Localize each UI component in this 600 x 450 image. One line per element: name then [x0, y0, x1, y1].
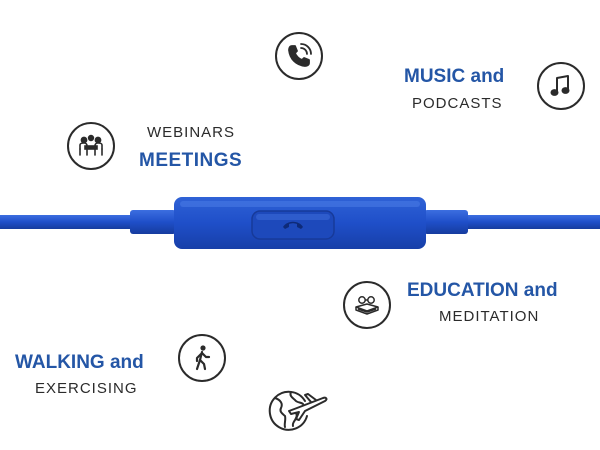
- webinars-label: WEBINARS: [147, 124, 236, 141]
- book-glasses-icon: [343, 281, 391, 329]
- walking-person-icon: [178, 334, 226, 382]
- meditation-label: MEDITATION: [439, 308, 540, 325]
- meeting-icon: [67, 122, 115, 170]
- meetings-label: MEETINGS: [139, 150, 243, 171]
- music-label: MUSIC and: [404, 66, 505, 87]
- education-label: EDUCATION and: [407, 280, 558, 301]
- globe-plane-icon: [265, 384, 331, 434]
- walking-label: WALKING and: [15, 352, 144, 373]
- podcasts-label: PODCASTS: [412, 95, 503, 112]
- exercising-label: EXERCISING: [35, 380, 138, 397]
- phone-call-icon: [275, 32, 323, 80]
- phone-hangup-icon: [283, 221, 303, 229]
- music-note-icon: [537, 62, 585, 110]
